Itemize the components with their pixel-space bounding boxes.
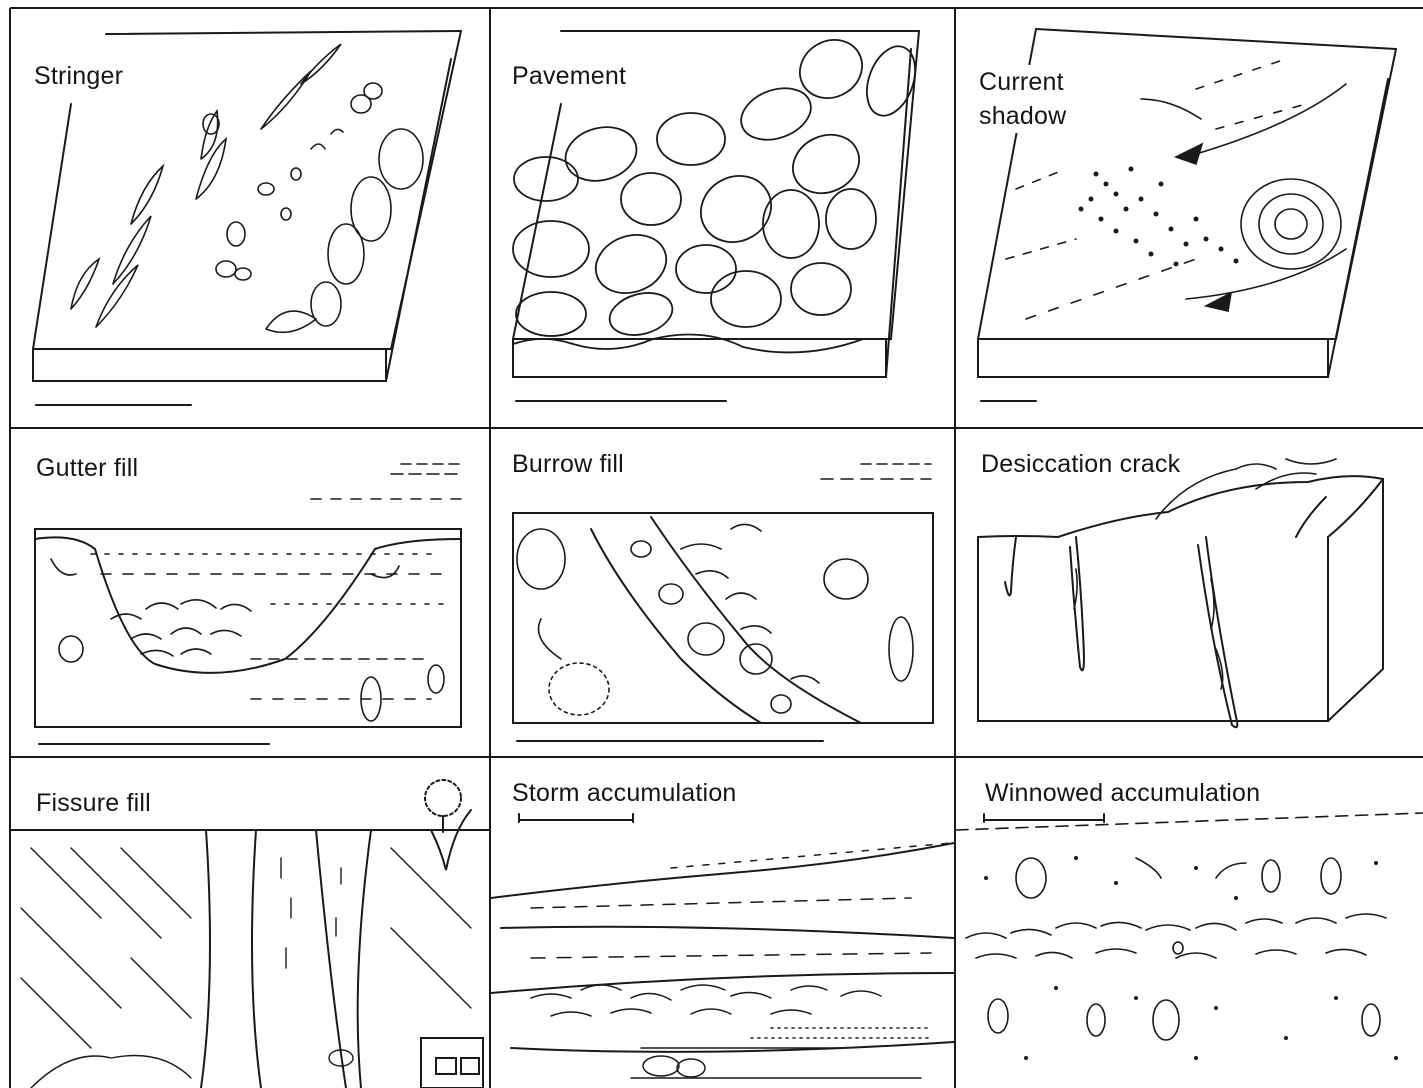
label-burrow-fill: Burrow fill (509, 447, 627, 481)
panel-current-shadow: Current shadow (956, 9, 1423, 427)
panel-storm-accumulation: Storm accumulation (491, 758, 954, 1088)
panel-gutter-fill: Gutter fill (11, 429, 489, 756)
label-current-shadow-line1: Current (979, 65, 1066, 99)
panel-fissure-fill: Fissure fill (11, 758, 489, 1088)
panel-stringer: Stringer (11, 9, 489, 427)
label-current-shadow-line2: shadow (979, 99, 1066, 133)
label-desiccation-crack: Desiccation crack (978, 447, 1183, 481)
label-storm-accumulation: Storm accumulation (509, 776, 740, 810)
panel-burrow-fill: Burrow fill (491, 429, 954, 756)
panel-pavement: Pavement (491, 9, 954, 427)
panel-winnowed-accumulation: Winnowed accumulation (956, 758, 1423, 1088)
label-pavement: Pavement (509, 59, 629, 93)
label-current-shadow: Current shadow (976, 65, 1069, 133)
label-fissure-fill: Fissure fill (33, 786, 154, 820)
label-gutter-fill: Gutter fill (33, 451, 141, 485)
label-stringer: Stringer (31, 59, 126, 93)
panel-desiccation-crack: Desiccation crack (956, 429, 1423, 756)
label-winnowed-accumulation: Winnowed accumulation (982, 776, 1263, 810)
